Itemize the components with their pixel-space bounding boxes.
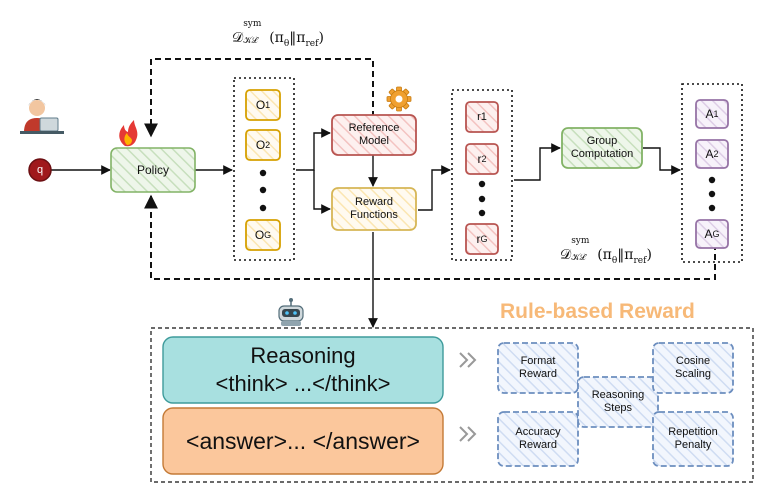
output-og-index: G [264,230,272,240]
repetition-penalty-label: Repetition Penalty [668,426,718,451]
policy-label: Policy [136,163,169,177]
rule-based-reward-title: Rule-based Reward [500,300,695,323]
reward-functions-box [331,187,417,231]
answer-format-label: <answer>... </answer> [186,428,420,454]
user-laptop-icon [20,99,64,134]
kl-sep: ‖π [617,247,634,263]
gear-icon [386,86,412,112]
reward-rg-letter: r [476,232,481,246]
reasoning-format-box [162,336,444,404]
kl-ref: ref [633,255,647,266]
rule-reward-items [497,342,734,467]
kl-sup: sym [571,236,590,246]
query-node [28,158,52,182]
group-computation-box [561,127,643,169]
rewards-group [451,89,513,261]
reward-boxes [465,101,499,255]
advantage-a1-letter: A [705,107,714,121]
kl-symbol: 𝒟 [232,30,244,46]
group-computation-label: Group Computation [570,135,634,160]
reward-rg-index: G [480,234,488,244]
kl-loop-bottom [144,194,716,280]
output-o2-index: 2 [265,140,271,150]
format-reward-label: Format Reward [519,355,557,380]
query-label: q [36,163,44,176]
reasoning-line-2: <think> ...</think> [215,371,391,396]
output-og-letter: O [254,228,265,242]
rule-based-reward-group [150,327,754,483]
kl-loop-top [144,58,374,138]
advantage-ag-index: G [712,229,720,239]
flame-icon [119,120,138,147]
kl-sup: sym [243,19,262,29]
kl-theta: θ [283,38,290,49]
advantage-a1-index: 1 [713,109,719,119]
output-boxes [245,89,281,251]
advantage-boxes [695,99,729,249]
policy-box [110,147,196,193]
reasoning-line-1: Reasoning [250,343,356,368]
kl-close: ) [318,30,324,46]
output-o2-letter: O [255,138,266,152]
reward-r2-index: 2 [481,154,487,164]
answer-format-box [162,407,444,475]
kl-arg: (π [269,30,284,46]
outputs-group [233,77,295,261]
output-o1-index: 1 [265,100,271,110]
kl-theta: θ [611,255,618,266]
kl-close: ) [646,247,652,263]
flow-arrows [51,128,681,328]
output-o1-letter: O [255,98,266,112]
kl-symbol: 𝒟 [560,247,572,263]
kl-ref: ref [305,38,319,49]
reference-model-box [331,114,417,156]
reasoning-format-label: Reasoning <think> ...</think> [163,337,443,403]
kl-sub: 𝒦ℒ [571,253,587,263]
advantage-a2-letter: A [705,147,714,161]
advantage-a2-index: 2 [713,149,719,159]
reward-functions-label: Reward Functions [350,196,398,221]
advantages-group [681,83,743,263]
reward-r2-letter: r [477,152,482,166]
reasoning-steps-label: Reasoning Steps [591,389,645,414]
double-chevron-icon [459,352,477,442]
cosine-scaling-label: Cosine Scaling [674,355,712,380]
kl-sep: ‖π [289,30,306,46]
robot-icon [278,298,304,326]
reward-r1: r1 [477,110,487,123]
reference-model-label: Reference Model [348,122,400,147]
advantage-ag-letter: A [704,227,713,241]
kl-arg: (π [597,247,612,263]
accuracy-reward-label: Accuracy Reward [515,426,561,451]
kl-sub: 𝒦ℒ [243,36,259,46]
